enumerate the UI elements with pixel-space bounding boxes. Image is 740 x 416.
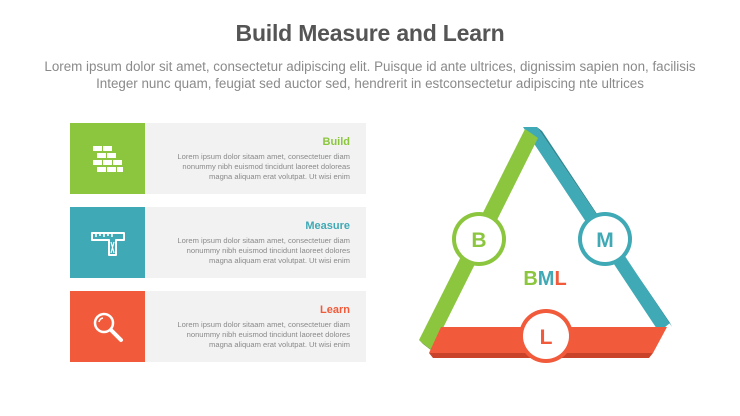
build-icon-box — [70, 123, 145, 194]
build-label: Build — [322, 136, 351, 148]
learn-node-letter: L — [540, 326, 553, 349]
build-description: Lorem ipsum dolor sitaam amet, consectet… — [150, 152, 350, 182]
subtitle-line: Lorem ipsum dolor sit amet, consectetur … — [44, 59, 696, 74]
subtitle-line: Integer nunc quam, feugiat sed auctor se… — [96, 76, 644, 91]
measure-node-letter: M — [596, 229, 614, 252]
desc-line: nonummy nibh euismod tincidunt laoreet d… — [186, 246, 350, 255]
measure-text-box: Measure Lorem ipsum dolor sitaam amet, c… — [145, 207, 366, 278]
desc-line: Lorem ipsum dolor sitaam amet, consectet… — [177, 236, 350, 245]
brick-wall-icon — [92, 145, 123, 172]
build-node: B — [452, 212, 506, 266]
desc-line: Lorem ipsum dolor sitaam amet, consectet… — [177, 320, 350, 329]
center-letter-m: M — [538, 268, 555, 290]
desc-line: nonummy nibh euismod tincidunt laoreet d… — [182, 162, 350, 171]
learn-icon-box — [70, 291, 145, 362]
build-text-box: Build Lorem ipsum dolor sitaam amet, con… — [145, 123, 366, 194]
center-label: BML — [523, 268, 566, 290]
center-letter-b: B — [523, 268, 537, 290]
learn-text-box: Learn Lorem ipsum dolor sitaam amet, con… — [145, 291, 366, 362]
ruler-square-icon — [90, 231, 125, 256]
learn-label: Learn — [320, 304, 350, 316]
build-card: Build Lorem ipsum dolor sitaam amet, con… — [70, 123, 366, 194]
magnifier-icon — [93, 312, 123, 342]
desc-line: nonummy nibh euismod tincidunt laoreet d… — [186, 330, 350, 339]
page-title: Build Measure and Learn — [235, 20, 505, 46]
learn-description: Lorem ipsum dolor sitaam amet, consectet… — [150, 320, 350, 350]
measure-icon-box — [70, 207, 145, 278]
page-subtitle: Lorem ipsum dolor sit amet, consectetur … — [40, 58, 700, 92]
desc-line: magna aliquam erat volutpat. Ut wisi eni… — [209, 256, 350, 265]
desc-line: magna aliquam erat volutpat. Ut wisi eni… — [209, 340, 350, 349]
desc-line: Lorem ipsum dolor sitaam amet, consectet… — [177, 152, 350, 161]
measure-label: Measure — [305, 220, 350, 232]
build-node-letter: B — [471, 229, 486, 252]
learn-card: Learn Lorem ipsum dolor sitaam amet, con… — [70, 291, 366, 362]
desc-line: magna aliquam erat volutpat. Ut wisi eni… — [209, 172, 350, 181]
bml-cycle-diagram: B M L BML — [419, 127, 672, 363]
center-letter-l: L — [554, 268, 566, 290]
measure-description: Lorem ipsum dolor sitaam amet, consectet… — [150, 236, 350, 266]
learn-node: L — [519, 309, 573, 363]
measure-card: Measure Lorem ipsum dolor sitaam amet, c… — [70, 207, 366, 278]
measure-node: M — [578, 212, 632, 266]
